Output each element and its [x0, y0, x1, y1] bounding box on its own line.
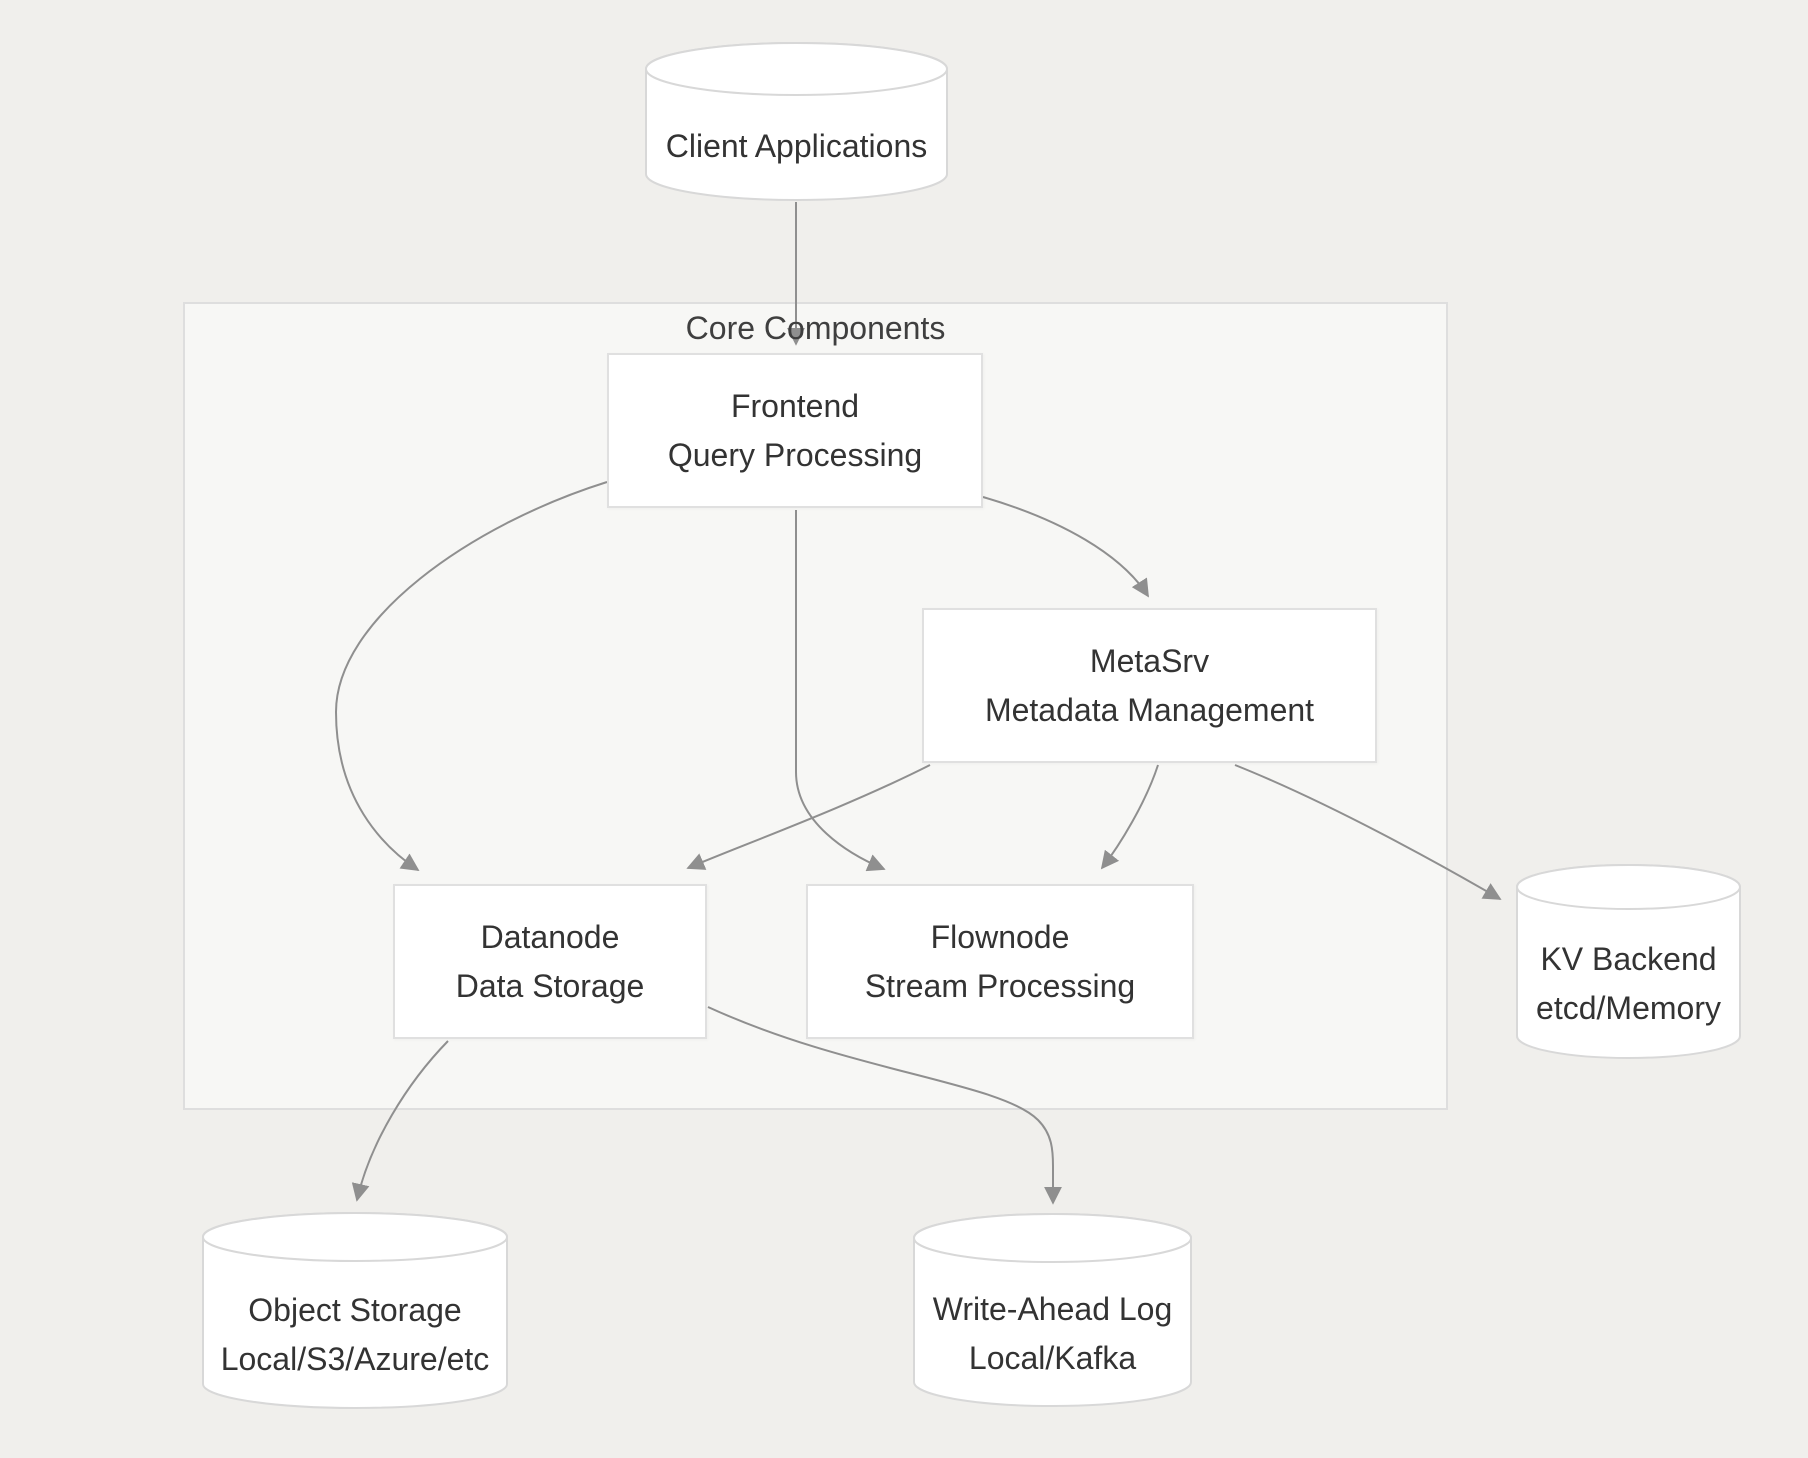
kv-backend-cylinder-shape — [1516, 864, 1741, 1059]
node-kv-backend-title: KV Backend — [1540, 940, 1717, 977]
node-client-applications: Client Applications — [646, 68, 947, 225]
node-frontend: Frontend Query Processing — [607, 353, 983, 508]
core-components-label: Core Components — [685, 310, 946, 346]
node-flownode-title: Flownode — [930, 918, 1070, 955]
edge-frontend-to-metasrv — [982, 496, 1149, 598]
node-flownode: Flownode Stream Processing — [806, 884, 1194, 1039]
edge-metasrv-to-datanode — [686, 764, 931, 870]
node-object-storage-title: Object Storage — [248, 1291, 462, 1328]
edge-frontend-to-datanode — [334, 481, 608, 871]
node-object-storage: Object Storage Local/S3/Azure/etc — [203, 1237, 507, 1432]
node-flownode-subtitle: Stream Processing — [864, 967, 1136, 1004]
node-kv-backend: KV Backend etcd/Memory — [1517, 887, 1740, 1080]
edge-metasrv-to-flownode — [1100, 764, 1159, 870]
object-storage-cylinder-shape — [202, 1212, 508, 1409]
node-write-ahead-log-title: Write-Ahead Log — [932, 1291, 1173, 1327]
edge-datanode-to-wal — [707, 1006, 1062, 1205]
node-kv-backend-subtitle: etcd/Memory — [1536, 989, 1721, 1026]
node-metasrv-subtitle: Metadata Management — [984, 691, 1315, 728]
node-datanode: Datanode Data Storage — [393, 884, 707, 1039]
node-write-ahead-log-subtitle: Local/Kafka — [968, 1340, 1137, 1376]
edge-metasrv-to-kv-backend — [1234, 764, 1502, 900]
node-write-ahead-log: Write-Ahead Log Local/Kafka — [914, 1238, 1191, 1430]
node-frontend-subtitle: Query Processing — [667, 436, 923, 473]
edge-frontend-to-flownode — [795, 510, 886, 872]
client-cylinder-shape — [645, 42, 948, 201]
edge-datanode-to-object-storage — [351, 1040, 449, 1202]
node-datanode-title: Datanode — [480, 918, 620, 955]
node-metasrv-title: MetaSrv — [1089, 642, 1210, 679]
wal-cylinder-shape — [913, 1213, 1192, 1407]
node-client-applications-title: Client Applications — [665, 128, 928, 164]
node-datanode-subtitle: Data Storage — [455, 967, 645, 1004]
node-frontend-title: Frontend — [730, 387, 860, 424]
node-metasrv: MetaSrv Metadata Management — [922, 608, 1377, 763]
node-object-storage-subtitle: Local/S3/Azure/etc — [220, 1340, 490, 1377]
